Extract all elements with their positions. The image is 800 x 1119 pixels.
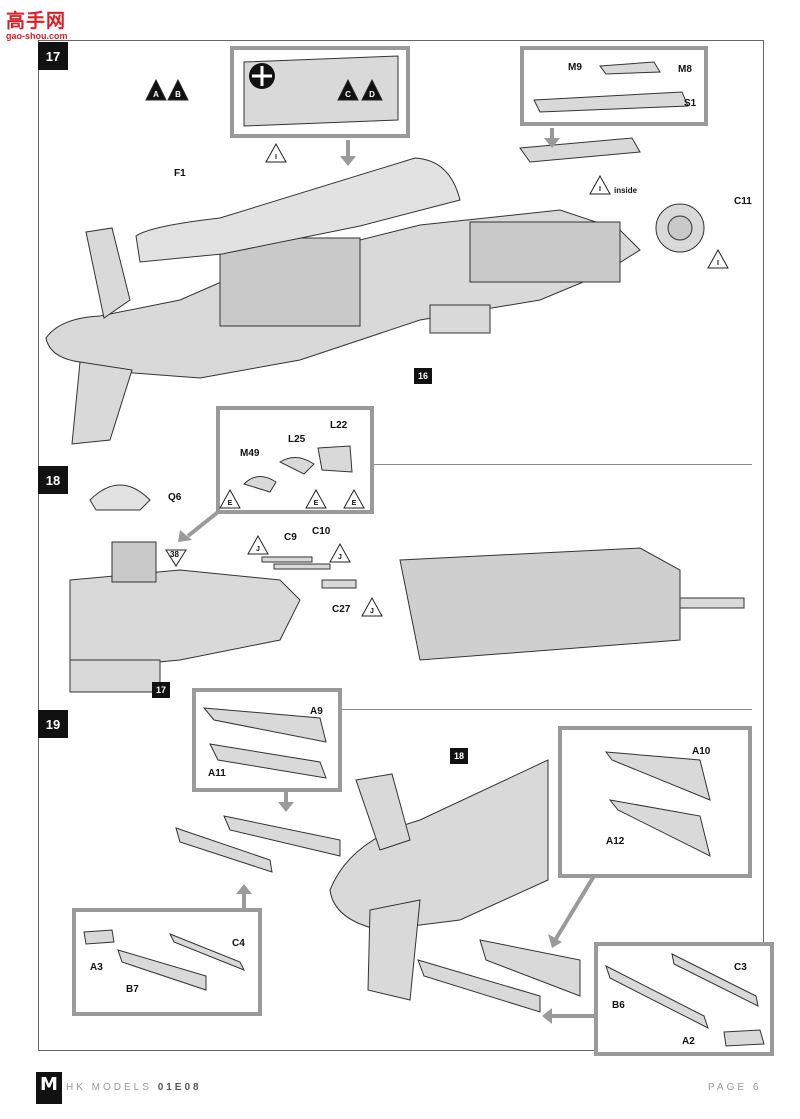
label-inside: inside [614, 186, 638, 195]
label-m9: M9 [568, 62, 582, 73]
fuselage-detail-18 [399, 547, 681, 661]
label-s1: S1 [684, 98, 697, 109]
engine-bay-step17 [219, 237, 361, 327]
label-a3: A3 [90, 962, 103, 973]
svg-text:E: E [314, 500, 319, 507]
footer-brand-text: HK MODELS [66, 1082, 152, 1093]
canopy-f1 [135, 157, 461, 263]
tail-fin-step17 [85, 227, 131, 319]
label-a12: A12 [606, 836, 625, 847]
label-m8: M8 [678, 64, 692, 75]
label-b7: B7 [126, 984, 139, 995]
footer-code: 01E08 [157, 1082, 202, 1093]
callout-box-19b [558, 726, 752, 878]
footer-brand: HK MODELS 01E08 [66, 1082, 202, 1093]
logo-m-icon: M [40, 1074, 58, 1095]
label-b6: B6 [612, 1000, 625, 1011]
label-a9: A9 [310, 706, 323, 717]
svg-text:C: C [345, 90, 351, 99]
step-18-badge: 18 [38, 466, 68, 494]
label-c4: C4 [232, 938, 245, 949]
watermark-url: gao-shou.com [6, 31, 68, 41]
panel-part [519, 137, 641, 163]
fuselage-step19 [329, 759, 549, 931]
ref-step-18: 18 [450, 748, 468, 764]
label-l25: L25 [288, 434, 306, 445]
watermark-text: 高手网 [6, 10, 67, 32]
svg-text:D: D [369, 90, 375, 99]
label-c27: C27 [332, 604, 351, 615]
svg-text:J: J [338, 554, 342, 561]
svg-text:I: I [717, 260, 719, 267]
label-a2: A2 [682, 1036, 695, 1047]
step-17-badge: 17 [38, 42, 68, 70]
ref-step-16: 16 [414, 368, 432, 384]
step-19-badge: 19 [38, 710, 68, 738]
ref-step-17: 17 [152, 682, 170, 698]
label-f1: F1 [174, 168, 186, 179]
hk-models-logo [36, 1072, 62, 1104]
svg-text:I: I [599, 186, 601, 193]
label-c10: C10 [312, 526, 331, 537]
label-q6: Q6 [168, 492, 182, 503]
callout-box-17b [520, 46, 708, 126]
fuselage-step18 [69, 569, 301, 671]
ref-page-38: 38 [170, 550, 179, 559]
instruction-frame [38, 40, 764, 1051]
label-a11: A11 [208, 768, 226, 779]
svg-text:I: I [275, 154, 277, 161]
label-c11: C11 [734, 196, 752, 207]
stabilizer-step17 [71, 361, 133, 445]
svg-text:A: A [153, 90, 159, 99]
svg-text:E: E [352, 500, 357, 507]
step-divider-18 [372, 464, 752, 465]
svg-text:J: J [256, 546, 260, 553]
svg-text:E: E [228, 500, 233, 507]
step-divider-19 [338, 709, 752, 710]
label-m49: M49 [240, 448, 260, 459]
footer-page: PAGE 6 [708, 1082, 762, 1093]
label-c3: C3 [734, 962, 747, 973]
site-watermark: 高手网 gao-shou.com [6, 6, 68, 41]
label-a10: A10 [692, 746, 711, 757]
svg-text:J: J [370, 608, 374, 615]
svg-text:B: B [175, 90, 181, 99]
label-c9: C9 [284, 532, 297, 543]
label-l22: L22 [330, 420, 348, 431]
